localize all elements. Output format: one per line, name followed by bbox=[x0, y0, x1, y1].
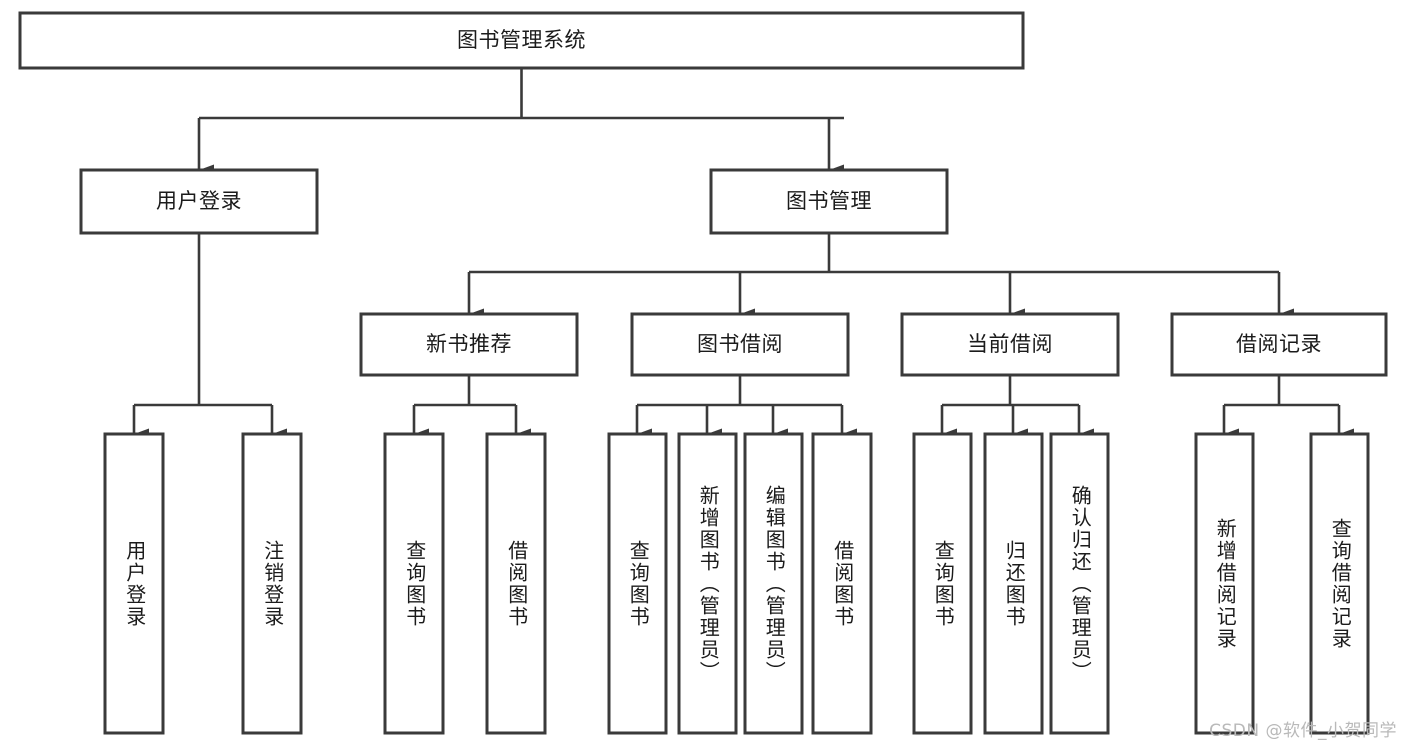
node-box-leaf-confirm-return-admin[interactable] bbox=[1049, 432, 1110, 735]
node-box-leaf-edit-book-admin[interactable] bbox=[743, 432, 804, 735]
node-box-leaf-query-book-recommend[interactable] bbox=[383, 432, 445, 735]
connector-group-borrow-record-to-leaves bbox=[1222, 375, 1354, 440]
connector-group-current-borrow-to-leaves bbox=[940, 375, 1094, 440]
node-box-book-borrow[interactable] bbox=[630, 312, 850, 377]
connector-group-new-book-recommend-to-leaves bbox=[412, 375, 531, 440]
watermark-text: CSDN @软件_小贺同学 bbox=[1209, 721, 1397, 741]
node-box-user-login[interactable] bbox=[79, 168, 319, 235]
node-box-leaf-add-borrow-record[interactable] bbox=[1194, 432, 1255, 735]
node-box-leaf-query-book-current[interactable] bbox=[912, 432, 973, 735]
node-box-current-borrow[interactable] bbox=[900, 312, 1120, 377]
connector-group-root-to-level2 bbox=[197, 68, 844, 176]
node-box-book-management[interactable] bbox=[709, 168, 949, 235]
node-box-leaf-borrow-book-recommend[interactable] bbox=[485, 432, 547, 735]
node-box-leaf-add-book-admin[interactable] bbox=[677, 432, 738, 735]
node-box-leaf-query-borrow-record[interactable] bbox=[1309, 432, 1370, 735]
connector-group-user-login-to-leaves bbox=[132, 233, 287, 440]
node-box-borrow-record[interactable] bbox=[1170, 312, 1388, 377]
node-box-leaf-query-book-borrow[interactable] bbox=[607, 432, 668, 735]
connector-group-book-borrow-to-leaves bbox=[635, 375, 857, 440]
node-box-leaf-return-book[interactable] bbox=[983, 432, 1044, 735]
node-box-new-book-recommend[interactable] bbox=[359, 312, 579, 377]
node-box-leaf-user-login[interactable] bbox=[103, 432, 165, 735]
connector-group-book-management-to-level3 bbox=[467, 233, 1294, 320]
node-box-leaf-borrow-book[interactable] bbox=[811, 432, 873, 735]
node-box-root[interactable] bbox=[18, 11, 1025, 70]
node-box-leaf-user-logout[interactable] bbox=[241, 432, 303, 735]
